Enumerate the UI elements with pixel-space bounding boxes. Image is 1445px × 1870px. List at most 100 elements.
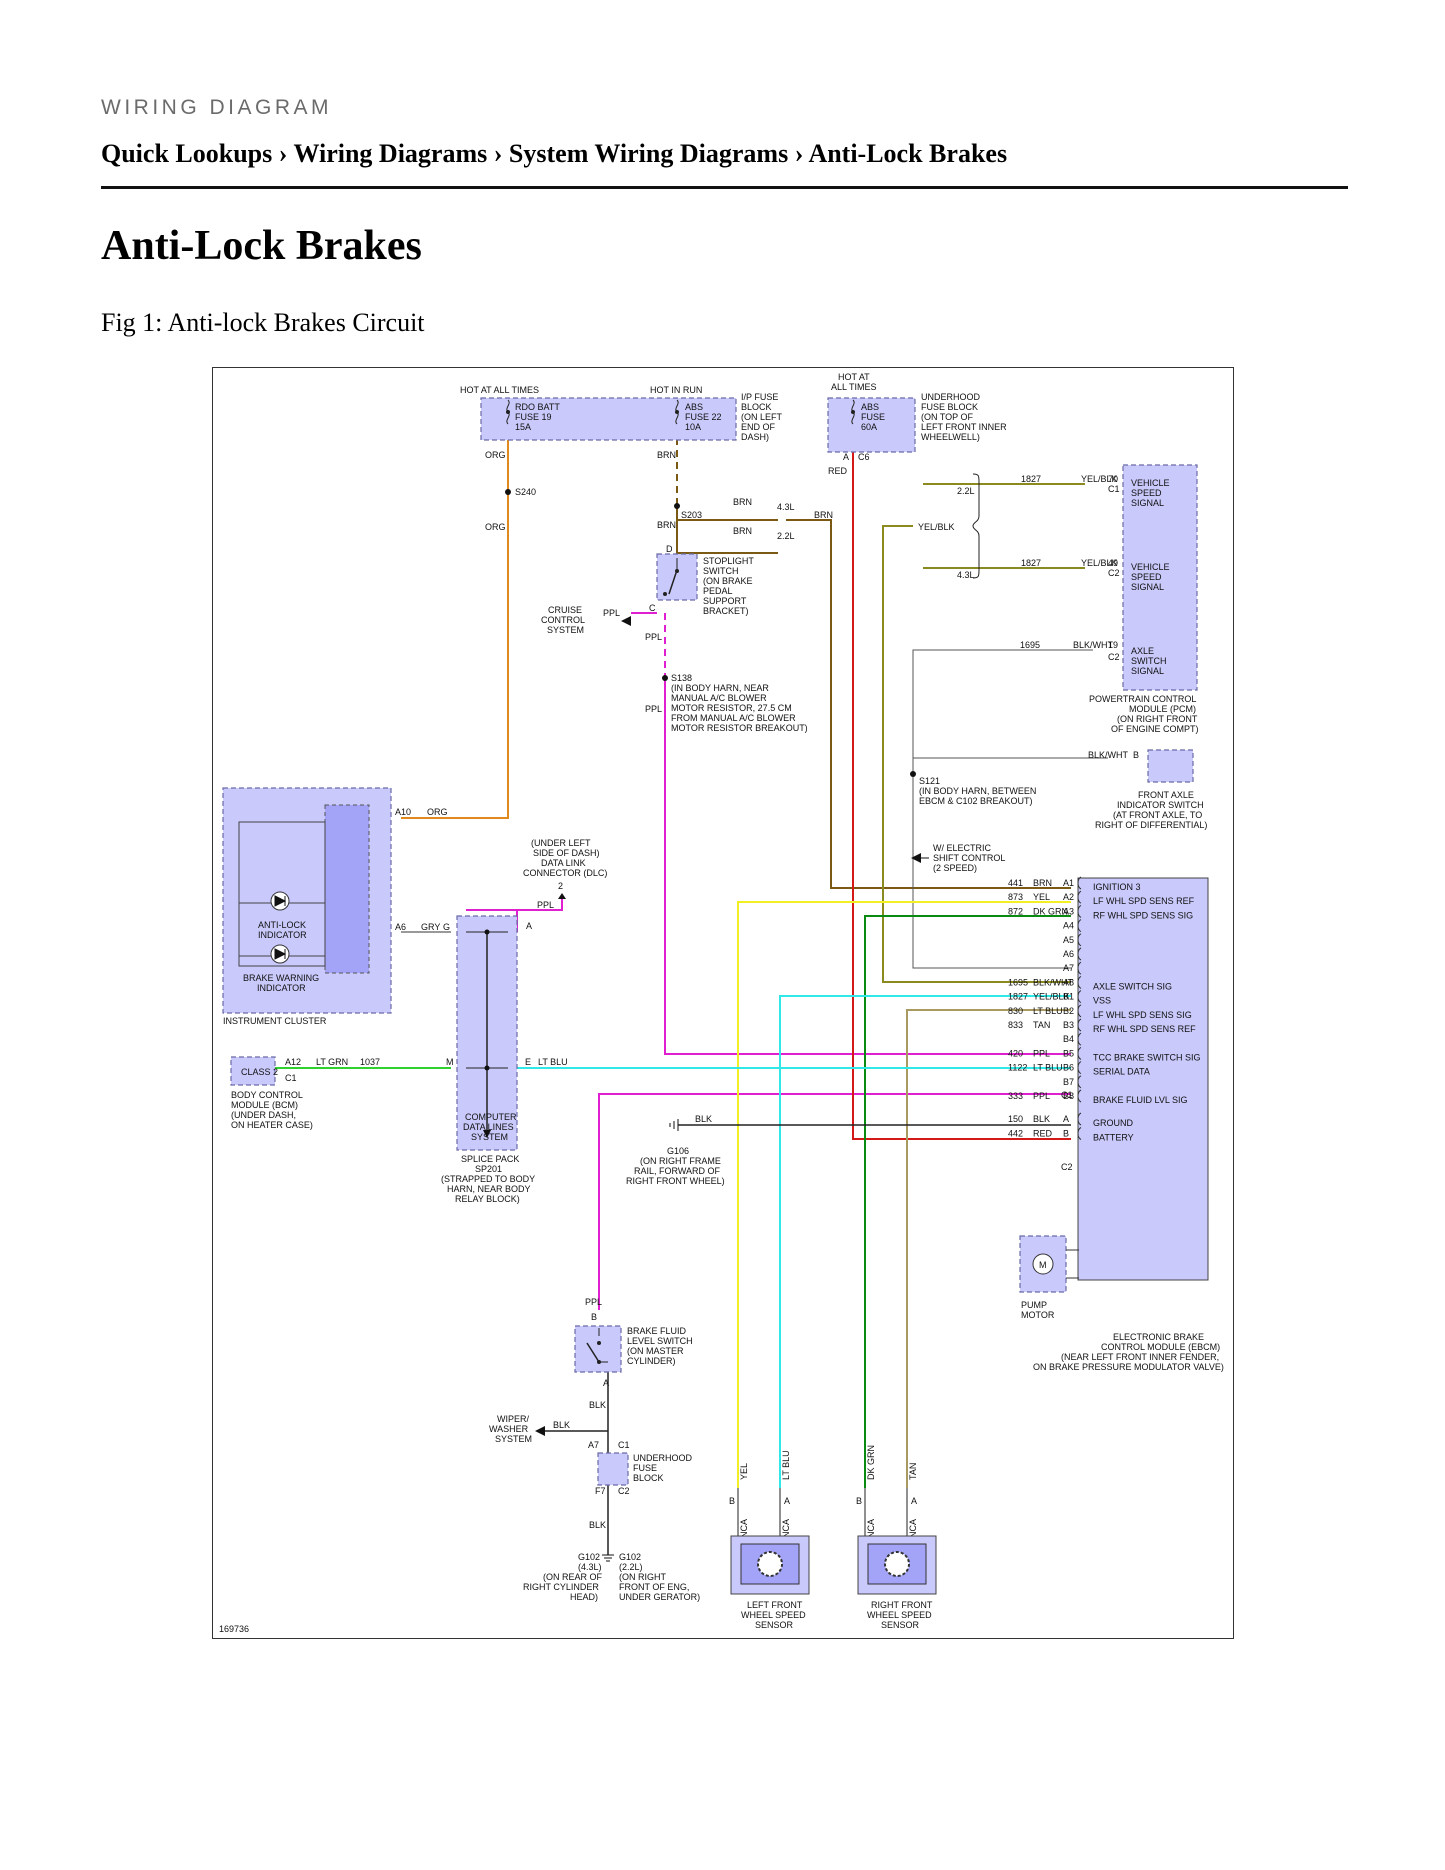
upper-wire-labels: ORG ORG BRN BRN BRN BRN BRN RED 4.3L 2.2…: [485, 450, 848, 714]
dlc-label: CONNECTOR (DLC): [523, 868, 607, 878]
g102-note: UNDER GERATOR): [619, 1592, 700, 1602]
splice-pack-label: RELAY BLOCK): [455, 1194, 520, 1204]
connector-bracket: [1077, 876, 1082, 890]
breadcrumb-anti-lock-brakes[interactable]: Anti-Lock Brakes: [808, 139, 1008, 168]
left-sensor-label: WHEEL SPEED: [741, 1610, 806, 1620]
ebcm-pin: B4: [1063, 1034, 1074, 1044]
org-label: ORG: [485, 450, 506, 460]
right-front-wheel-speed-sensor: RIGHT FRONT WHEEL SPEED SENSOR: [857, 1488, 937, 1630]
ip-fuse-label: DASH): [741, 432, 769, 442]
dlc-pin-label: 2: [558, 881, 563, 891]
connector-bracket: [1077, 1075, 1082, 1089]
abs-fuse-label: FUSE: [861, 412, 885, 422]
brn-label: BRN: [657, 450, 676, 460]
ebcm-circuit-number: 1122: [1008, 1063, 1027, 1073]
fuse-22-label: FUSE 22: [685, 412, 722, 422]
pump-motor-label: PUMP: [1021, 1300, 1047, 1310]
ebcm-pin: A3: [1063, 906, 1074, 916]
wire-org: [401, 438, 509, 819]
pin-70-label: 70: [1108, 474, 1118, 484]
right-sensor-label: RIGHT FRONT: [871, 1600, 933, 1610]
ebcm-pin: B: [1063, 1129, 1069, 1139]
pin-a-label: A: [843, 452, 849, 462]
stoplight-label: PEDAL: [703, 586, 733, 596]
data-link-connector: (UNDER LEFT SIDE OF DASH) DATA LINK CONN…: [466, 838, 607, 911]
g102-label: G102: [578, 1552, 600, 1562]
splice-s121: [910, 771, 916, 777]
s138-note: FROM MANUAL A/C BLOWER: [671, 713, 796, 723]
underhood-label: LEFT FRONT INNER: [921, 422, 1007, 432]
connector-bracket: [1077, 1127, 1082, 1140]
ltgrn-label: LT GRN: [316, 1057, 348, 1067]
ebcm-signal-name: SERIAL DATA: [1093, 1067, 1150, 1077]
stoplight-label: SWITCH: [703, 566, 739, 576]
ebcm-label: ELECTRONIC BRAKE: [1113, 1332, 1204, 1342]
engine-22-label: 2.2L: [777, 531, 795, 541]
engine-43-label: 4.3L: [777, 502, 795, 512]
ebcm-pin: A: [1063, 1114, 1069, 1124]
wire-brn-22: [676, 520, 778, 554]
pin-m-label: M: [446, 1057, 454, 1067]
ebcm-wire-color: DK GRN: [1033, 906, 1068, 916]
underhood-label: FUSE BLOCK: [921, 402, 978, 412]
axle-signal-label: SIGNAL: [1131, 666, 1164, 676]
wiper-label: WASHER: [489, 1424, 529, 1434]
computer-data-lines-label: SYSTEM: [471, 1132, 508, 1142]
gry-label: GRY: [421, 922, 440, 932]
figure-number: 169736: [219, 1624, 249, 1634]
nca-label: NCA: [739, 1519, 749, 1538]
brake-fluid-switch-label: LEVEL SWITCH: [627, 1336, 693, 1346]
ltblu-label: LT BLU: [538, 1057, 568, 1067]
pin-b-label: B: [1133, 750, 1139, 760]
abs-label: ABS: [685, 402, 703, 412]
s138-note: MOTOR RESISTOR BREAKOUT): [671, 723, 808, 733]
vss-label: SPEED: [1131, 488, 1162, 498]
org-label: ORG: [485, 522, 506, 532]
ebcm-signal-name: GROUND: [1093, 1118, 1133, 1128]
breadcrumb-system-wiring-diagrams[interactable]: System Wiring Diagrams: [508, 139, 789, 168]
underhood-label: (ON TOP OF: [921, 412, 974, 422]
ebcm-wire-color: TAN: [1033, 1020, 1050, 1030]
cruise-label: SYSTEM: [547, 625, 584, 635]
ebcm-circuit-number: 833: [1008, 1020, 1023, 1030]
brake-fluid-switch-label: (ON MASTER: [627, 1346, 684, 1356]
pcm-module: 2.2L 4.3L 1827 1827 YEL/BLK YEL/BLK YEL/…: [918, 464, 1199, 734]
wire-blkwht-1695: [912, 649, 1093, 969]
ebcm-module: [1077, 877, 1209, 1281]
pin-a6-label: A6: [395, 922, 406, 932]
brn-label: BRN: [814, 510, 833, 520]
ebcm-circuit-number: 873: [1008, 892, 1023, 902]
pcm-label: MODULE (PCM): [1129, 704, 1196, 714]
breadcrumb-wiring-diagrams[interactable]: Wiring Diagrams: [293, 139, 488, 168]
connector-c2-label: C2: [618, 1486, 630, 1496]
wire-ppl-333: [598, 1093, 1071, 1310]
left-sensor-label: SENSOR: [755, 1620, 794, 1630]
ebcm-signal-name: BATTERY: [1093, 1133, 1134, 1143]
connector-c1-label: C1: [1108, 484, 1120, 494]
pump-motor-label: MOTOR: [1021, 1310, 1055, 1320]
vss-label: SIGNAL: [1131, 498, 1164, 508]
pin-e-label: E: [525, 1057, 531, 1067]
dlc-label: (UNDER LEFT: [531, 838, 591, 848]
g102-note: RIGHT CYLINDER: [523, 1582, 599, 1592]
ebcm-signal-name: AXLE SWITCH SIG: [1093, 981, 1172, 991]
front-axle-label: FRONT AXLE: [1138, 790, 1194, 800]
underhood-fuse-block: HOT AT ALL TIMES ABS FUSE 60A UNDERHOOD …: [827, 372, 1007, 462]
ip-fuse-label: BLOCK: [741, 402, 772, 412]
bcm-label: ON HEATER CASE): [231, 1120, 313, 1130]
ebcm-pin: B8: [1063, 1091, 1074, 1101]
org-label: ORG: [427, 807, 448, 817]
body-control-module: CLASS 2 A12 C1 LT GRN 1037 BODY CONTROL …: [230, 1056, 380, 1130]
front-axle-switch: BLK/WHT B FRONT AXLE INDICATOR SWITCH (A…: [1088, 749, 1207, 830]
bcm-label: BODY CONTROL: [231, 1090, 303, 1100]
breadcrumb: Quick Lookups › Wiring Diagrams › System…: [101, 139, 1007, 169]
pump-motor: M PUMP MOTOR: [1019, 1235, 1079, 1320]
g102-note: FRONT OF ENG,: [619, 1582, 689, 1592]
pcm-label: (ON RIGHT FRONT: [1117, 714, 1198, 724]
ebcm-wire-color: YEL: [1033, 892, 1050, 902]
breadcrumb-quick-lookups[interactable]: Quick Lookups: [101, 139, 273, 168]
ebcm-circuit-number: 442: [1008, 1129, 1023, 1139]
g102-note: (ON REAR OF: [543, 1572, 603, 1582]
engine-43-label: 4.3L: [957, 570, 975, 580]
ppl-label: PPL: [645, 632, 662, 642]
